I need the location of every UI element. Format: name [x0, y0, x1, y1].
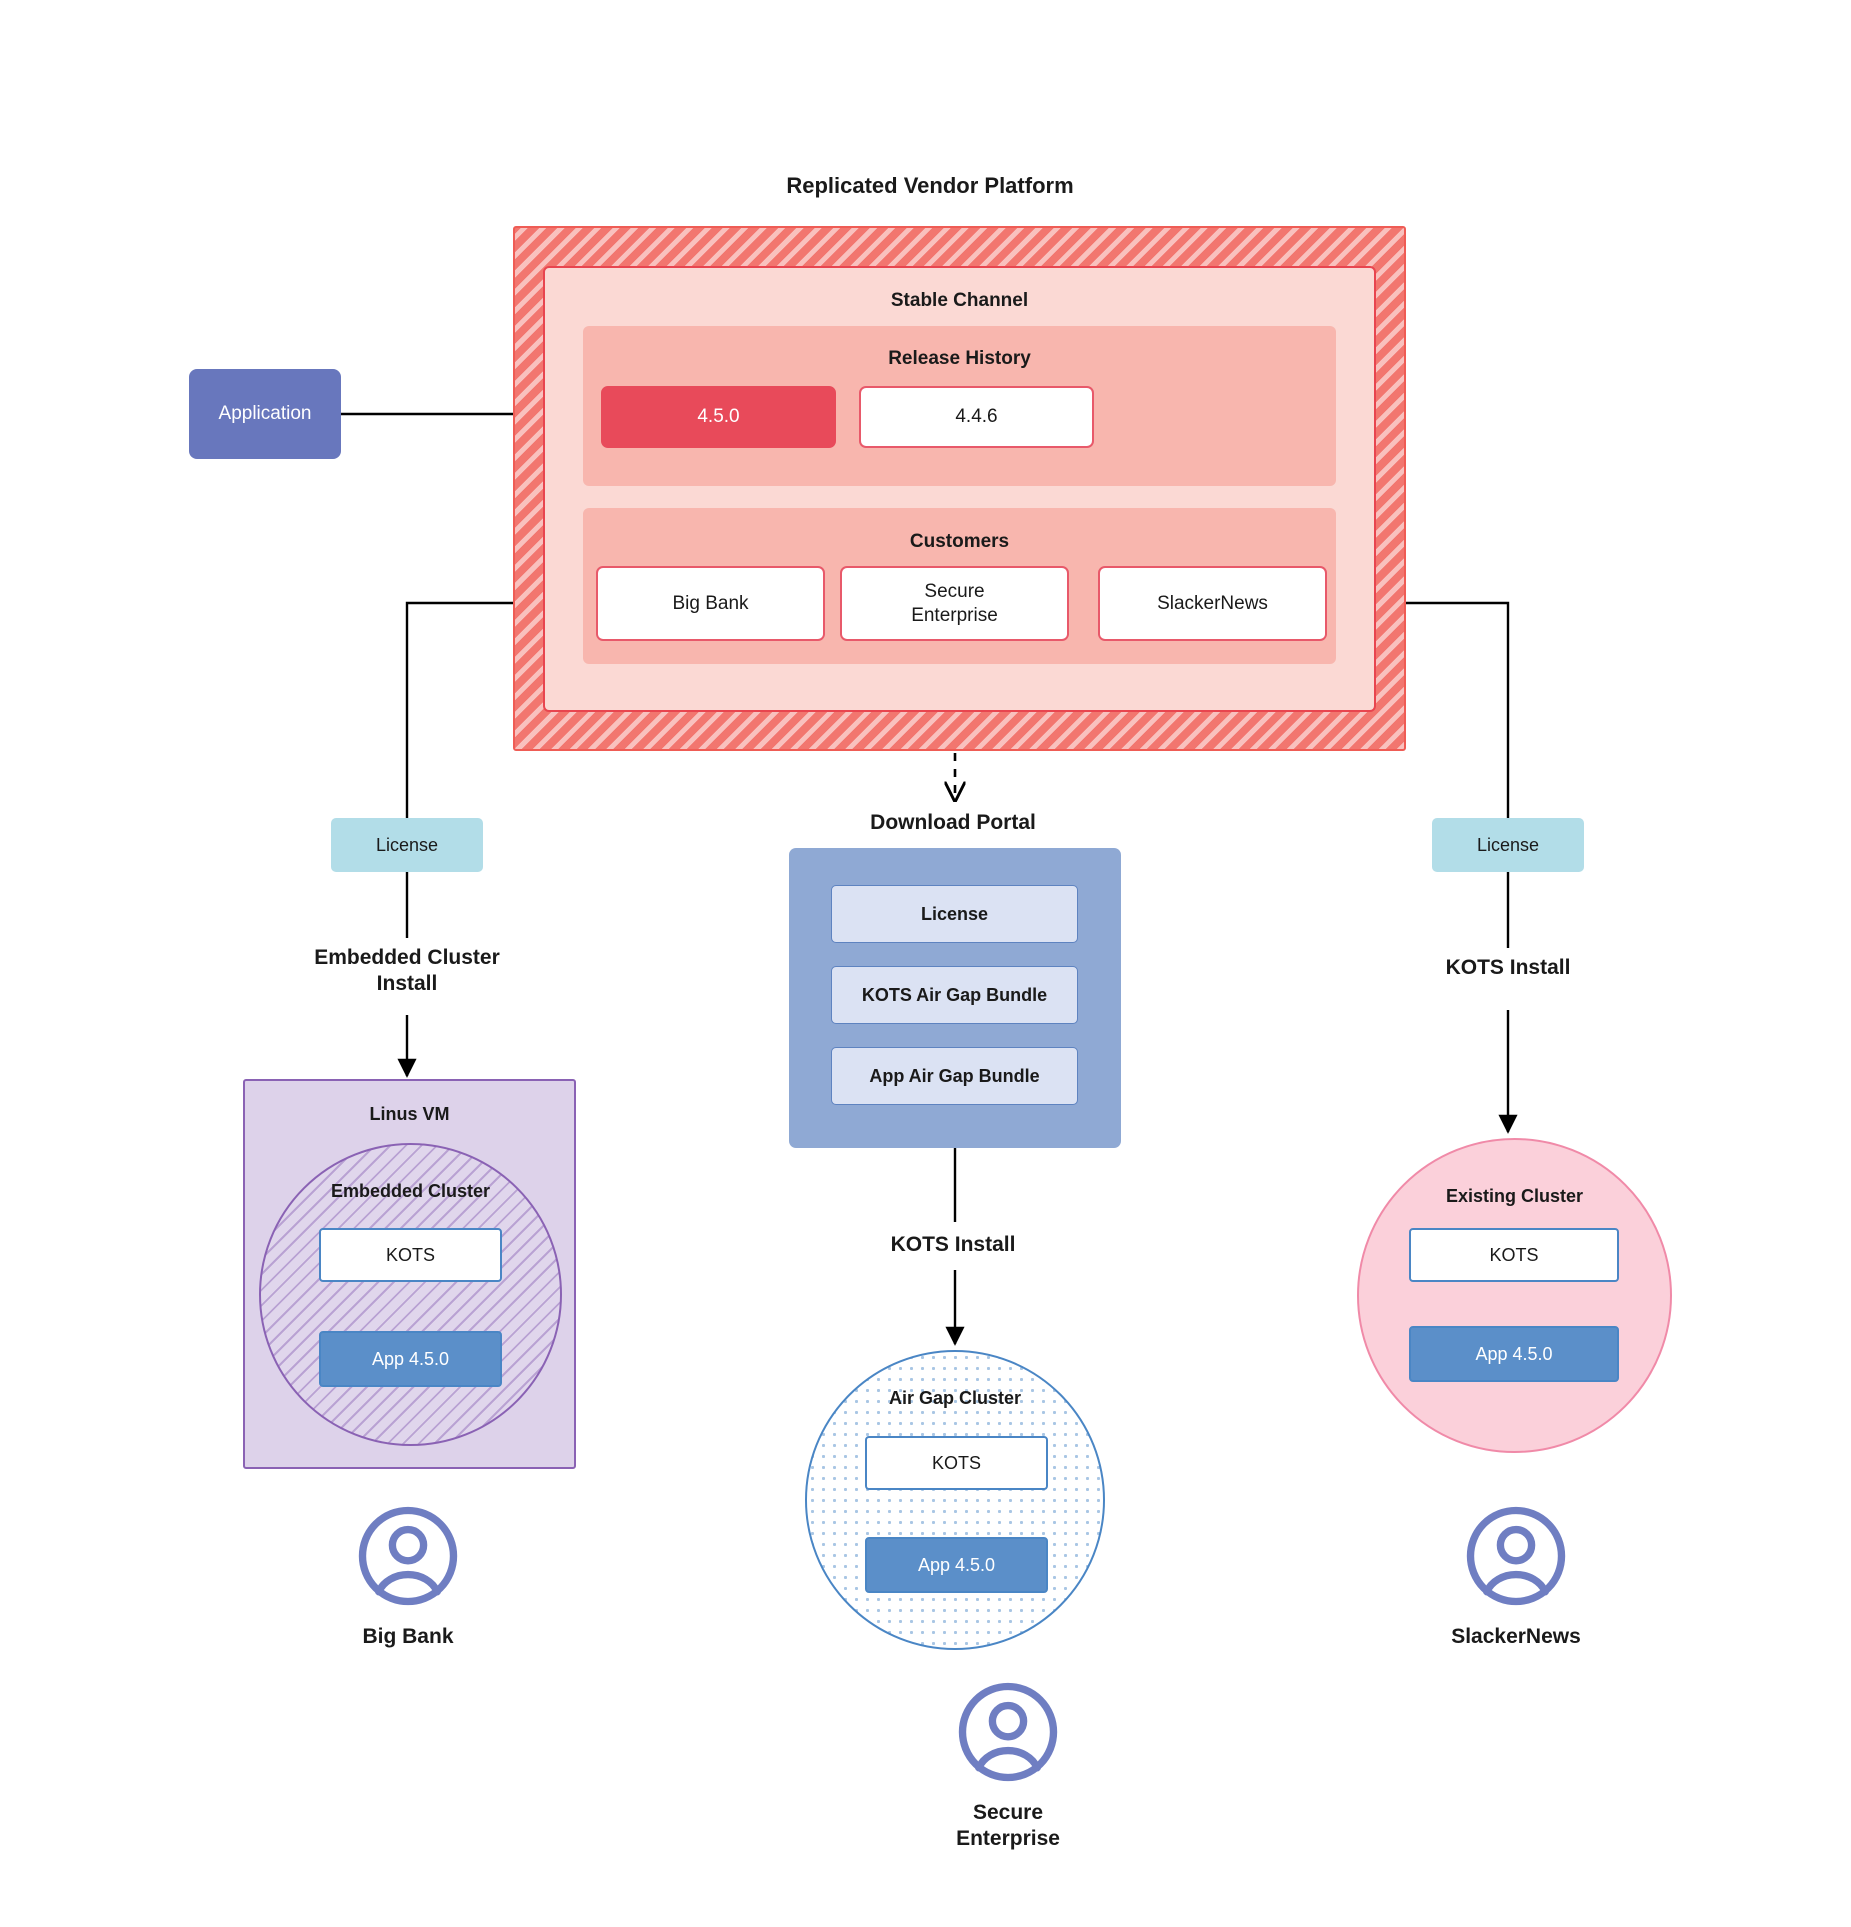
portal-item-license[interactable]: License	[831, 885, 1078, 943]
license-chip-right[interactable]: License	[1432, 818, 1584, 872]
release-history-title: Release History	[888, 348, 1031, 369]
kots-install-label-right: KOTS Install	[1445, 956, 1571, 979]
persona-label: SlackerNews	[1451, 1625, 1581, 1648]
air-gap-cluster-kots-box[interactable]: KOTS	[865, 1436, 1048, 1490]
persona-label: Secure Enterprise	[956, 1801, 1060, 1851]
embedded-cluster-circle	[259, 1143, 562, 1446]
customer-box-secure-enterprise[interactable]: Secure Enterprise	[840, 566, 1069, 641]
kots-install-label-center: KOTS Install	[890, 1233, 1016, 1256]
air-gap-cluster-app-box[interactable]: App 4.5.0	[865, 1537, 1048, 1593]
embedded-cluster-kots-box[interactable]: KOTS	[319, 1228, 502, 1282]
persona-secure-enterprise: Secure Enterprise	[898, 1680, 1118, 1853]
air-gap-cluster-title: Air Gap Cluster	[888, 1388, 1022, 1408]
existing-cluster-circle	[1357, 1138, 1672, 1453]
linux-vm-title: Linus VM	[369, 1104, 450, 1124]
persona-label: Big Bank	[362, 1625, 454, 1648]
customer-box-big-bank[interactable]: Big Bank	[596, 566, 825, 641]
air-gap-cluster-circle	[805, 1350, 1105, 1650]
existing-cluster-app-box[interactable]: App 4.5.0	[1409, 1326, 1619, 1382]
embedded-cluster-install-label: Embedded Cluster Install	[314, 946, 500, 996]
embedded-cluster-app-box[interactable]: App 4.5.0	[319, 1331, 502, 1387]
application-box[interactable]: Application	[189, 369, 341, 459]
portal-item-kots-air-gap-bundle[interactable]: KOTS Air Gap Bundle	[831, 966, 1078, 1024]
release-box-previous[interactable]: 4.4.6	[859, 386, 1094, 448]
user-avatar-icon	[358, 1506, 458, 1606]
user-avatar-icon	[958, 1682, 1058, 1782]
existing-cluster-title: Existing Cluster	[1445, 1186, 1584, 1206]
customer-box-slackernews[interactable]: SlackerNews	[1098, 566, 1327, 641]
persona-slackernews: SlackerNews	[1406, 1504, 1626, 1650]
portal-item-app-air-gap-bundle[interactable]: App Air Gap Bundle	[831, 1047, 1078, 1105]
download-portal-title: Download Portal	[870, 811, 1036, 834]
stable-channel-title: Stable Channel	[890, 290, 1029, 311]
existing-cluster-kots-box[interactable]: KOTS	[1409, 1228, 1619, 1282]
customers-title: Customers	[909, 531, 1010, 552]
platform-title: Replicated Vendor Platform	[786, 173, 1074, 198]
user-avatar-icon	[1466, 1506, 1566, 1606]
embedded-cluster-title: Embedded Cluster	[330, 1181, 491, 1201]
license-chip-left[interactable]: License	[331, 818, 483, 872]
release-box-current[interactable]: 4.5.0	[601, 386, 836, 448]
persona-big-bank: Big Bank	[298, 1504, 518, 1650]
